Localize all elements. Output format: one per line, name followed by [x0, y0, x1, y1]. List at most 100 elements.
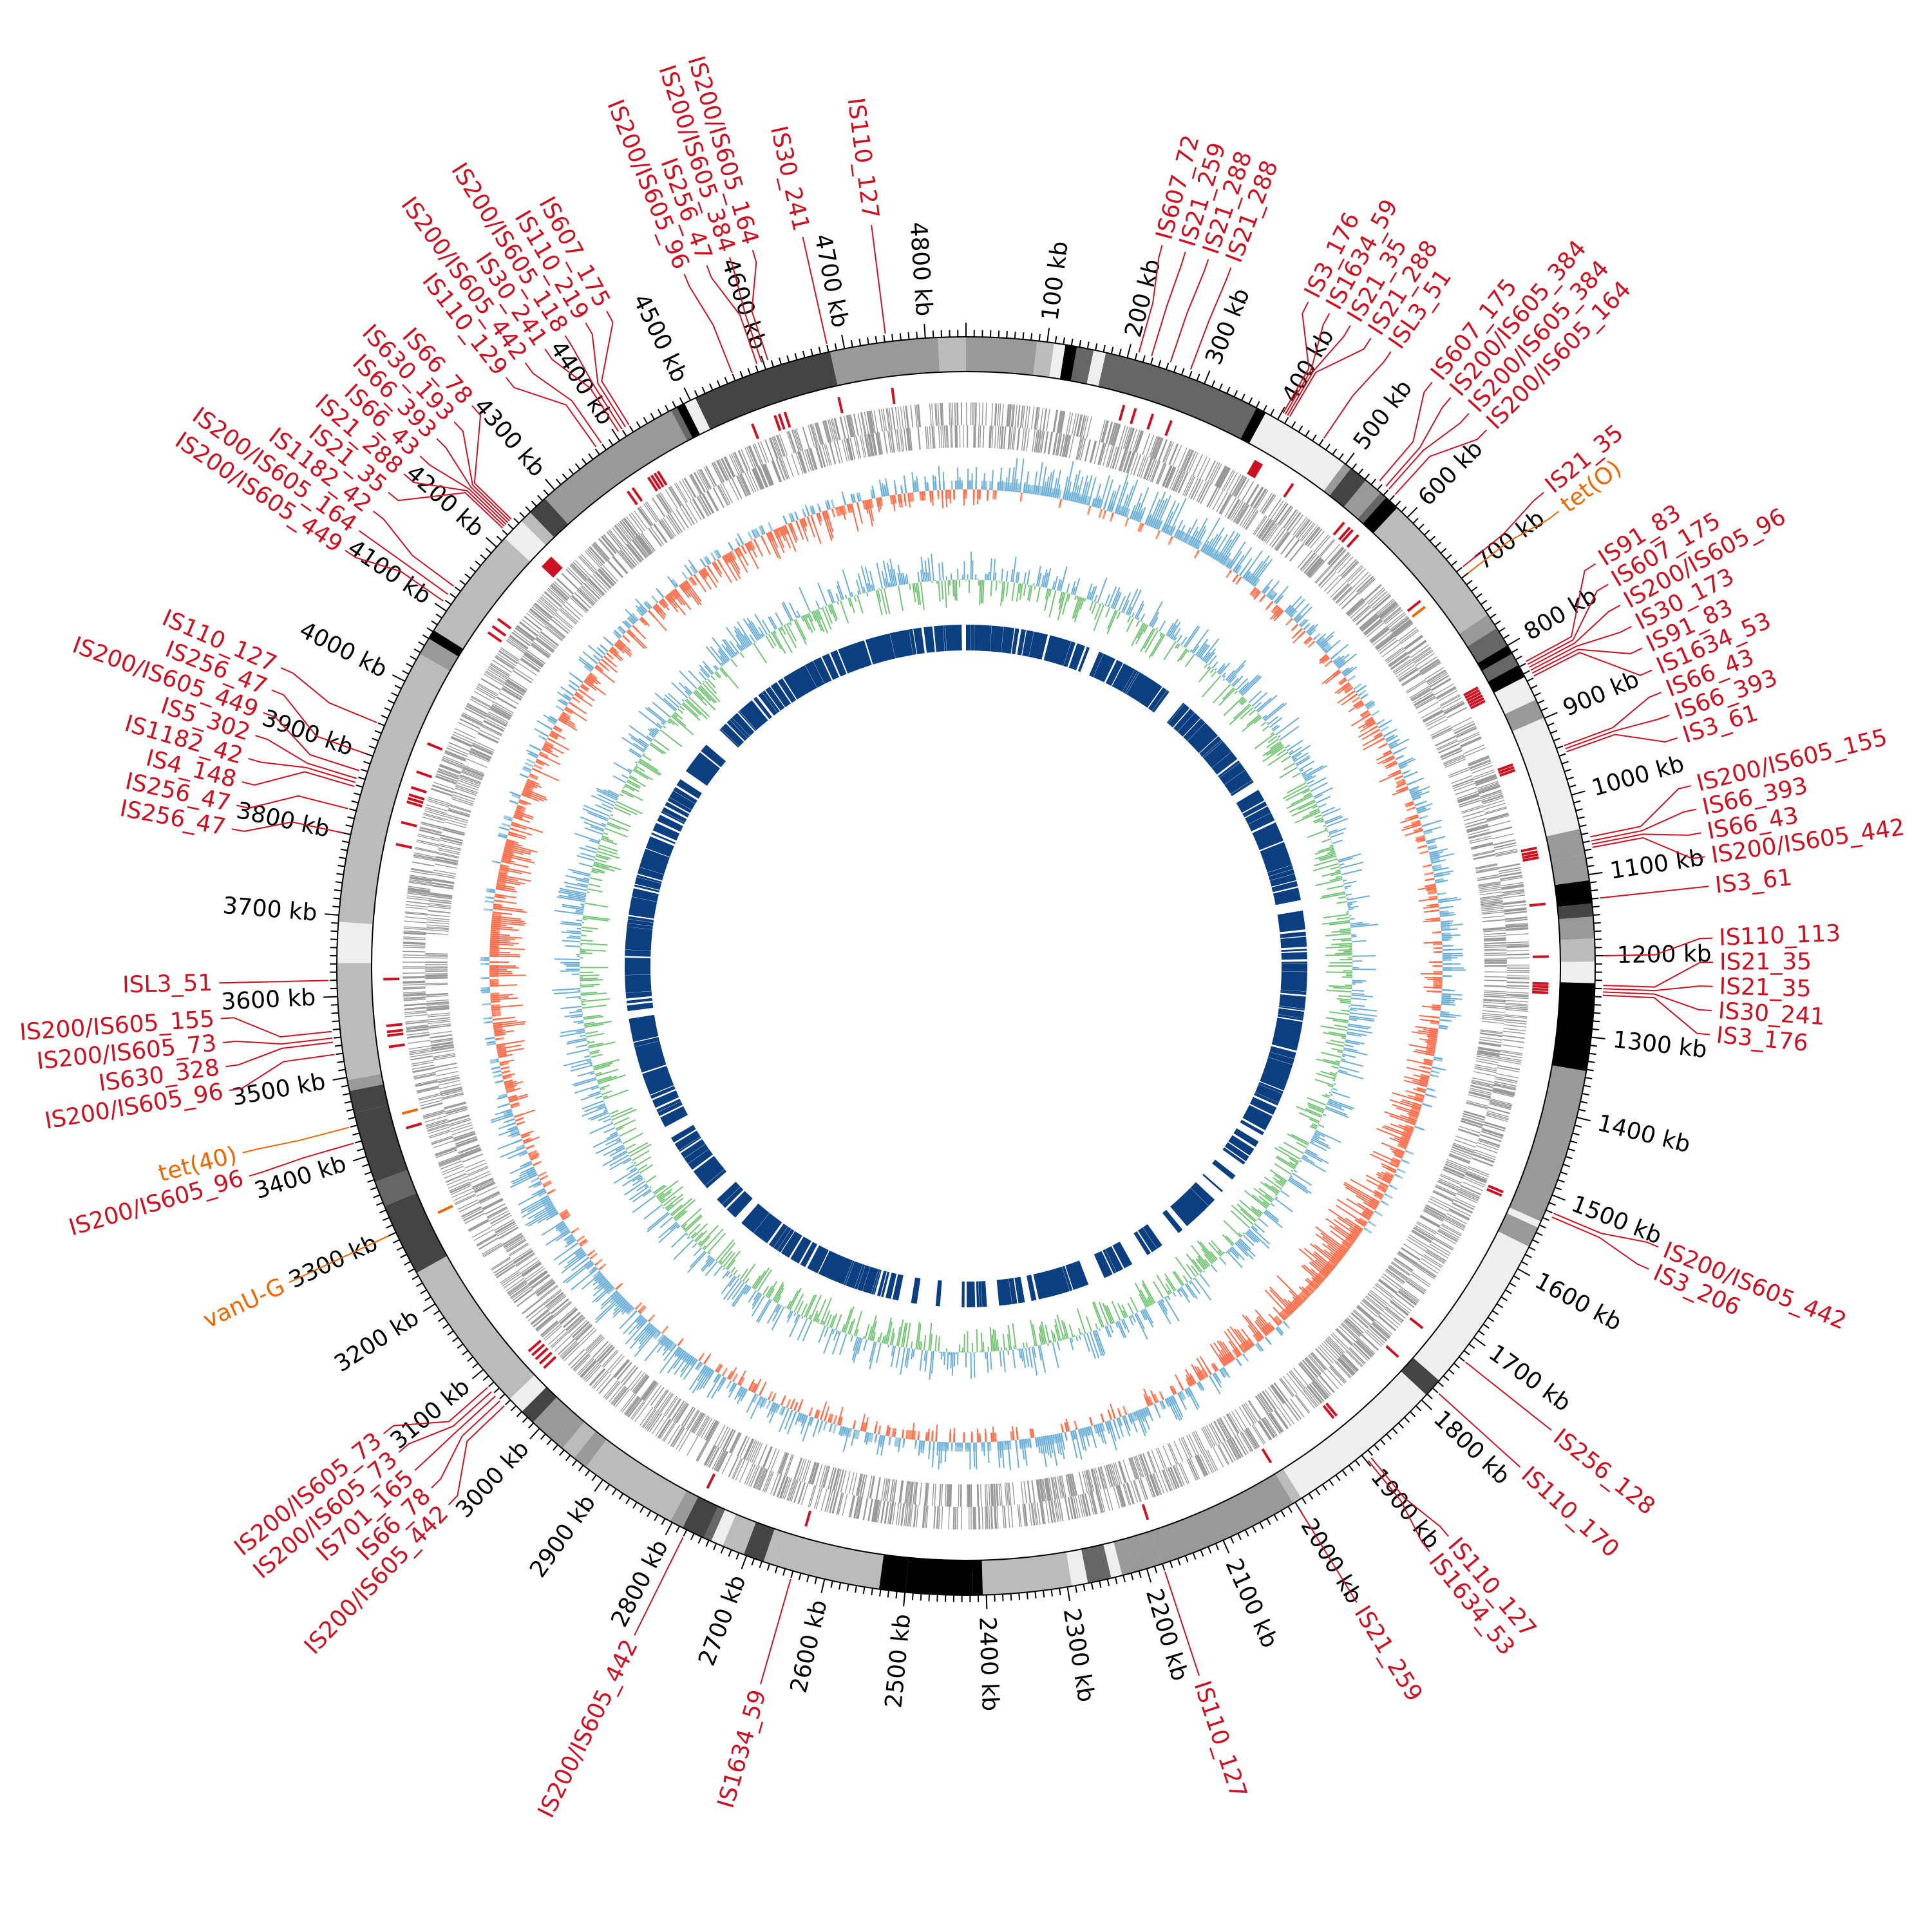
tick-label: 3500 kb [230, 1068, 328, 1111]
feature-mark [1532, 985, 1549, 989]
tick-label: 3700 kb [222, 893, 318, 927]
block-segment [722, 1186, 744, 1208]
block-segment [873, 1269, 882, 1295]
block-segment [1245, 806, 1271, 824]
block-segment [673, 786, 697, 804]
feature-mark [549, 556, 563, 570]
feature-mark [426, 742, 443, 751]
feature-connector [1531, 647, 1643, 674]
block-segment [721, 723, 744, 747]
is-element-label: IS1634_59 [713, 1687, 772, 1811]
block-segment [705, 1169, 727, 1189]
ideogram-band [545, 410, 688, 525]
feature-connector [601, 310, 630, 426]
feature-mark [1406, 600, 1421, 612]
tick-label: 2400 kb [974, 1616, 1003, 1712]
tick-label: 3100 kb [386, 1374, 475, 1455]
block-segment [1122, 669, 1138, 694]
feature-connector [585, 323, 627, 428]
block-segment [1224, 770, 1253, 794]
feature-mark [1532, 987, 1549, 991]
ideogram-band [1103, 1542, 1122, 1578]
feature-connector [373, 511, 455, 587]
block-segment [657, 815, 683, 832]
block-segment [770, 682, 791, 708]
ideogram-band [504, 520, 546, 562]
block-segment [634, 876, 661, 890]
is-element-label: IS110_127 [1189, 1678, 1252, 1801]
block-segment [1249, 1097, 1277, 1115]
feature-mark [491, 625, 507, 637]
feature-connector [1323, 351, 1392, 439]
block-segment [911, 1277, 921, 1304]
block-segment [669, 790, 696, 810]
block-segment [645, 836, 674, 857]
ideogram-band [972, 1560, 983, 1595]
block-segment [625, 958, 651, 976]
block-segment [1279, 994, 1306, 1009]
feature-connector [242, 1126, 350, 1153]
feature-connector [388, 491, 504, 529]
block-segment [1043, 635, 1072, 666]
block-segment [625, 990, 652, 999]
ideogram-band [1506, 1207, 1541, 1228]
block-segment [1177, 712, 1200, 737]
tick-label: 800 kb [1520, 582, 1602, 645]
feature-mark [1463, 686, 1479, 697]
feature-mark [1146, 413, 1155, 430]
block-segment [1068, 643, 1086, 670]
tick-label: 2100 kb [1220, 1555, 1282, 1652]
ideogram-band [1049, 343, 1066, 379]
block-segment [719, 728, 739, 748]
feature-connector [236, 795, 348, 810]
ideogram-band [428, 1275, 535, 1399]
ideogram-band [338, 778, 399, 925]
block-segment [1280, 971, 1307, 992]
block-segment [674, 1130, 701, 1151]
feature-connector [1566, 734, 1678, 753]
block-segment [804, 661, 825, 688]
feature-connector [1591, 832, 1701, 845]
feature-mark [627, 490, 638, 506]
block-segment [1014, 1276, 1025, 1303]
ideogram-band [509, 1375, 547, 1412]
feature-connector [263, 712, 359, 772]
block-segment [881, 1271, 890, 1298]
tick-label: 100 kb [1037, 240, 1074, 322]
ideogram-band [1066, 1549, 1088, 1587]
block-segment [651, 832, 676, 844]
ideogram-band [1459, 614, 1497, 647]
block-segment [889, 629, 913, 659]
ideogram-band [1557, 903, 1593, 920]
block-segment [1280, 931, 1306, 938]
feature-mark [410, 786, 427, 794]
feature-connector [1590, 785, 1691, 838]
block-segment [1219, 762, 1245, 785]
tick-label: 2900 kb [525, 1490, 601, 1583]
block-segment [1230, 780, 1254, 797]
feature-connector [1603, 991, 1712, 1012]
block-segment [1022, 630, 1034, 657]
feature-connector [1600, 886, 1709, 899]
block-segment [1281, 961, 1307, 964]
block-segment [627, 1002, 654, 1012]
block-segment [1011, 628, 1019, 654]
block-segment [1112, 1241, 1133, 1269]
block-segment [777, 678, 797, 703]
feature-mark [1341, 529, 1354, 543]
is-element-label: IS200/IS605_96 [66, 1165, 247, 1241]
gene-track-reverse [424, 425, 1508, 1508]
ideogram-band [1275, 1468, 1302, 1504]
tick-label: 4000 kb [295, 617, 391, 683]
feature-mark [538, 1351, 553, 1365]
block-segment [1033, 1266, 1070, 1300]
ideogram-band [553, 1414, 585, 1449]
block-segment [1260, 1057, 1293, 1091]
block-segment [862, 1266, 878, 1294]
feature-connector [398, 1391, 492, 1453]
tick-label: 4800 kb [905, 221, 937, 317]
block-segment [629, 896, 658, 919]
block-segment [1065, 1260, 1089, 1291]
ideogram-band [905, 1557, 973, 1595]
is-element-label: IS110_113 [1718, 920, 1841, 951]
